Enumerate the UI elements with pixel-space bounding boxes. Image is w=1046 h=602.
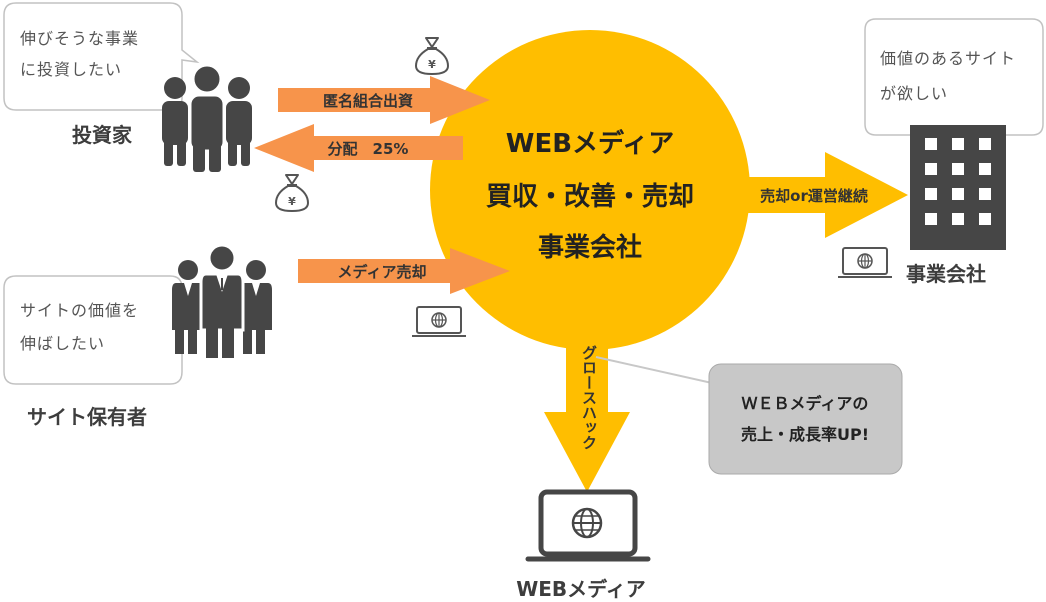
growth-note-box: ＷＥＢメディアの 売上・成長率UP! (708, 363, 903, 475)
circle-line-1: WEBメディア (506, 128, 674, 159)
media-sale-arrow: メディア売却 (298, 248, 510, 294)
businessmen-group-icon (172, 243, 272, 358)
sell-or-operate-arrow-label: 売却or運営継続 (760, 187, 868, 205)
company-speech-bubble: 価値のあるサイト が欲しい (864, 18, 1044, 147)
company-bubble-line-2: が欲しい (880, 84, 948, 103)
investor-speech-bubble: 伸びそうな事業 に投資したい (3, 2, 200, 111)
media-sale-arrow-label: メディア売却 (338, 263, 427, 281)
note-line-1: ＷＥＢメディアの (742, 394, 869, 413)
investor-bubble-line-2: に投資したい (20, 60, 122, 79)
company-bubble-line-1: 価値のあるサイト (880, 49, 1016, 68)
note-connector-line (595, 356, 713, 384)
office-building-icon (910, 125, 1006, 250)
growth-hack-arrow: グロースハック (544, 330, 630, 492)
svg-text:¥: ¥ (288, 195, 296, 208)
investment-arrow-label: 匿名組合出資 (323, 92, 413, 110)
site-owner-speech-bubble: サイトの価値を 伸ばしたい (3, 275, 200, 385)
investor-bubble-line-1: 伸びそうな事業 (20, 29, 139, 48)
site-owner-bubble-line-1: サイトの価値を (20, 301, 139, 320)
sell-or-operate-arrow: 売却or運営継続 (745, 152, 908, 238)
investor-label: 投資家 (72, 123, 133, 147)
laptop-globe-icon (412, 306, 466, 337)
dividend-arrow: 分配 25% (254, 124, 463, 172)
bottom-media-label: WEBメディア (516, 577, 646, 601)
site-owner-bubble-line-2: 伸ばしたい (20, 334, 105, 353)
dividend-arrow-label: 分配 25% (328, 140, 409, 158)
investment-arrow: 匿名組合出資 (278, 76, 490, 124)
site-owner-label: サイト保有者 (27, 405, 147, 429)
people-group-icon (162, 63, 252, 172)
yen-moneybag-icon: ¥ (274, 174, 310, 213)
circle-line-3: 事業会社 (538, 232, 642, 263)
svg-text:¥: ¥ (428, 58, 436, 71)
note-line-2: 売上・成長率UP! (741, 425, 869, 444)
yen-moneybag-icon: ¥ (414, 37, 450, 76)
laptop-globe-icon (525, 489, 651, 562)
growth-hack-arrow-label: グロースハック (580, 345, 598, 450)
company-label: 事業会社 (906, 262, 986, 286)
central-company-circle: WEBメディア 買収・改善・売却 事業会社 (430, 30, 750, 350)
laptop-globe-icon (838, 247, 892, 278)
circle-line-2: 買収・改善・売却 (486, 181, 694, 212)
